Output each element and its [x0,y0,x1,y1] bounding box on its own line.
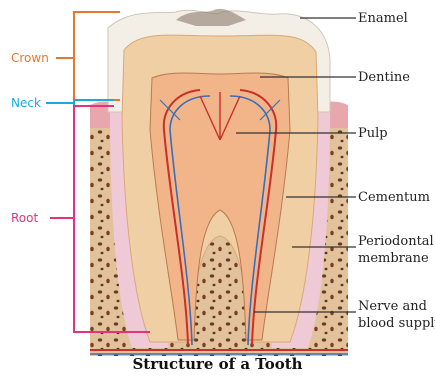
nerve-label-2: blood supply [358,316,435,331]
enamel-label: Enamel [358,11,408,26]
crown-label: Crown [11,51,49,65]
pulp-label: Pulp [358,126,388,141]
cementum-label: Cementum [358,190,430,205]
dentine-label: Dentine [358,70,410,85]
root-label: Root [11,211,38,225]
neck-label: Neck [11,96,41,110]
periodontal-label-2: membrane [358,251,429,266]
nerve-label: Nerve and [358,299,427,314]
periodontal-label: Periodontal [358,234,434,249]
diagram-title: Structure of a Tooth [0,355,435,373]
